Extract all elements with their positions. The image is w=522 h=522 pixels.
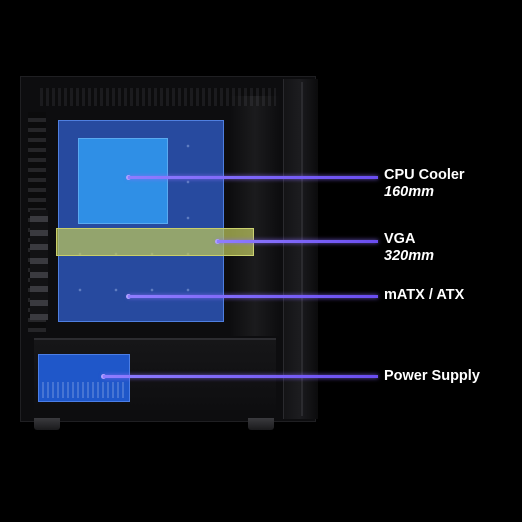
vga-clearance: 320mm xyxy=(384,248,434,265)
mb-callout-line xyxy=(128,295,378,298)
front-panel-edge xyxy=(301,82,303,416)
vga-label: VGA 320mm xyxy=(384,231,434,265)
cpu-cooler-label: CPU Cooler 160mm xyxy=(384,167,465,201)
cpu-cooler-title: CPU Cooler xyxy=(384,167,465,183)
vga-zone xyxy=(56,228,254,256)
vga-callout-line xyxy=(217,240,378,243)
psu-vent xyxy=(42,382,126,398)
front-panel xyxy=(283,79,318,419)
motherboard-title: mATX / ATX xyxy=(384,287,465,303)
psu-zone xyxy=(38,354,130,402)
psu-label: Power Supply xyxy=(384,368,480,384)
top-mesh-panel xyxy=(40,88,276,106)
case-foot-right xyxy=(248,418,274,430)
case-foot-left xyxy=(34,418,60,430)
cpu-cooler-clearance: 160mm xyxy=(384,184,434,201)
expansion-slots xyxy=(30,210,48,320)
cpu-callout-line xyxy=(128,176,378,179)
cpu-cooler-zone xyxy=(78,138,168,224)
psu-title: Power Supply xyxy=(384,368,480,384)
vga-title: VGA xyxy=(384,231,416,247)
psu-callout-line xyxy=(103,375,378,378)
motherboard-label: mATX / ATX xyxy=(384,287,465,303)
glass-reflection xyxy=(230,96,280,336)
